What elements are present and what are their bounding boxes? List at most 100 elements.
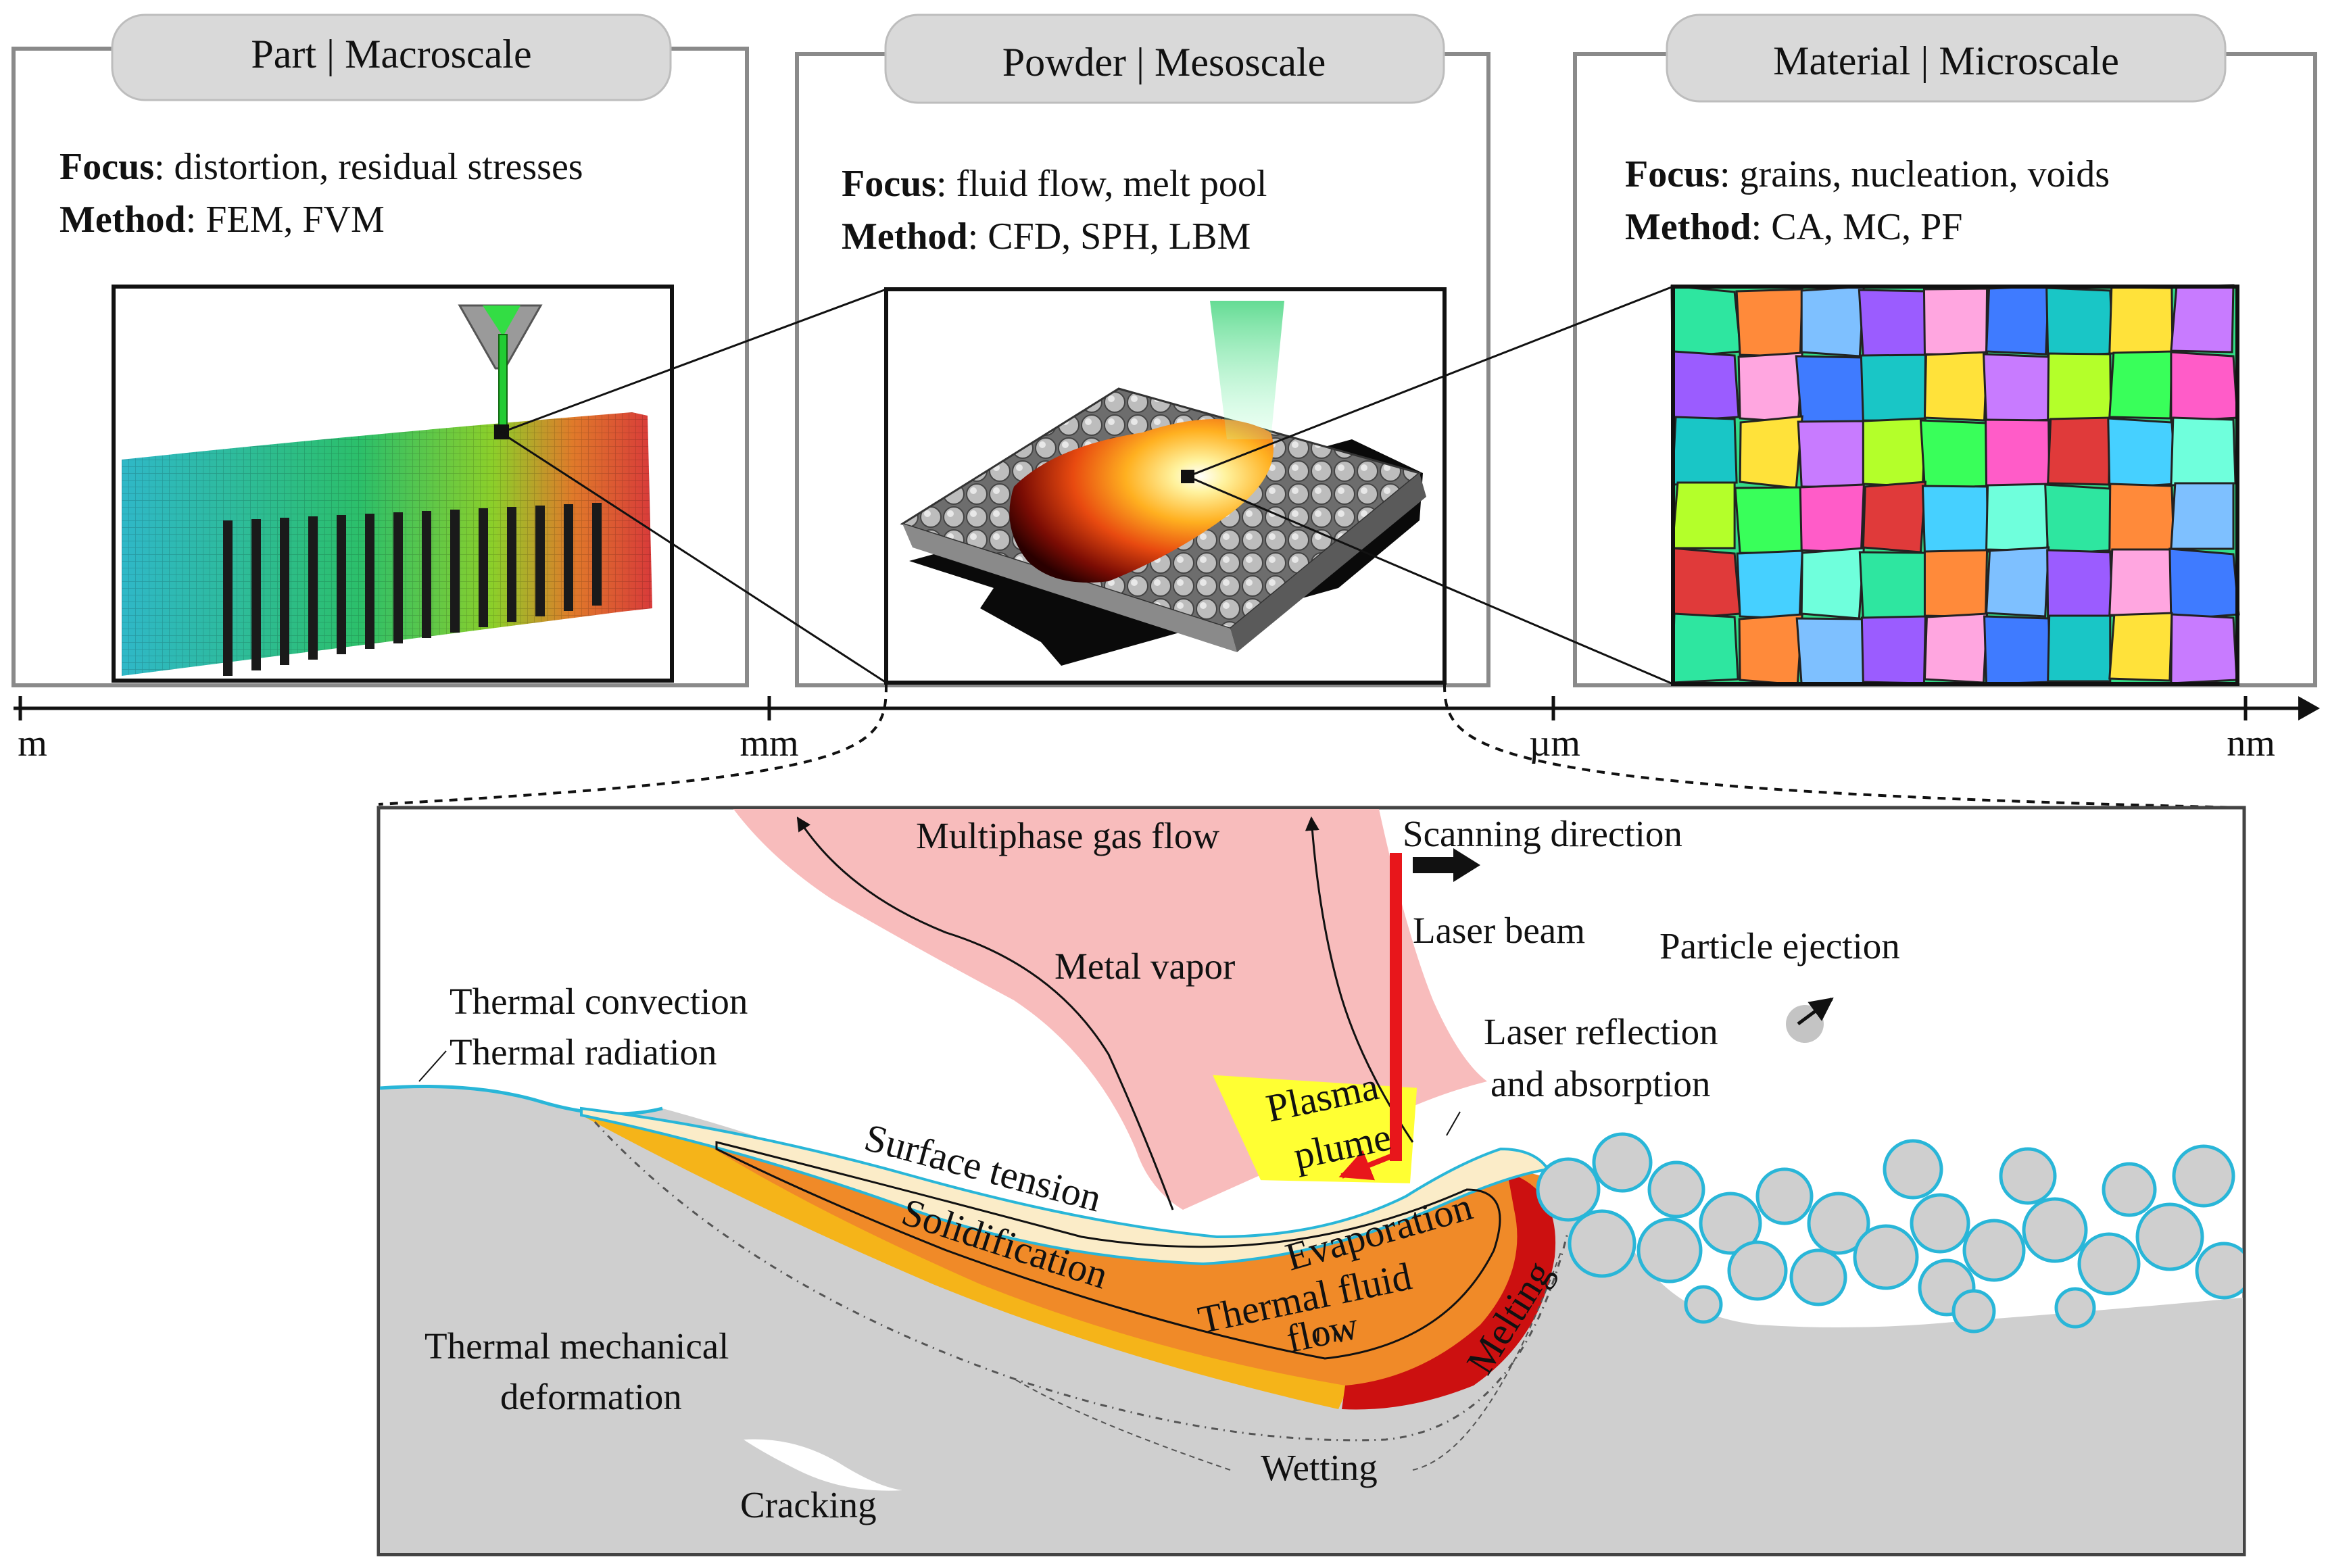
- powder-particle: [1568, 1209, 1636, 1278]
- grain: [1985, 285, 2050, 356]
- label-metal-vapor: Metal vapor: [1054, 946, 1235, 987]
- grain: [2047, 352, 2112, 421]
- grain: [1860, 353, 1926, 422]
- laser-reflection-arrow: [1338, 1150, 1394, 1181]
- svg-text:Method: CA, MC, PF: Method: CA, MC, PF: [1625, 206, 1962, 248]
- svg-text:Method: CFD, SPH, LBM: Method: CFD, SPH, LBM: [842, 216, 1251, 258]
- svg-text:Focus: distortion, residual st: Focus: distortion, residual stresses: [59, 146, 583, 188]
- axis-arrowhead-icon: [2298, 696, 2320, 720]
- comb-slot: [422, 511, 431, 638]
- grain: [2046, 549, 2114, 619]
- powder-particle: [1592, 1132, 1653, 1193]
- grain: [1923, 351, 1989, 422]
- laser-nozzle-icon: [458, 304, 543, 439]
- zoom-connectors: [500, 285, 1674, 685]
- panel-title-tab: [111, 14, 672, 101]
- powder-particle: [1883, 1139, 1943, 1200]
- grain: [1921, 485, 1989, 554]
- focus-text: : grains, nucleation, voids: [1720, 153, 2110, 195]
- grain: [1738, 613, 1803, 686]
- grain: [1923, 549, 1989, 618]
- label-scanning-direction: Scanning direction: [1403, 813, 1682, 854]
- powder-particle: [1999, 1147, 2057, 1205]
- grain: [1985, 418, 2051, 487]
- grain: [1923, 612, 1989, 684]
- grain: [1858, 551, 1927, 620]
- powder-particle: [1684, 1285, 1723, 1324]
- label-and-absorption: and absorption: [1490, 1063, 1710, 1104]
- grain: [1800, 547, 1865, 620]
- method-label: Method: [842, 216, 968, 258]
- grain: [2107, 417, 2177, 489]
- powder-particle: [1536, 1157, 1601, 1222]
- grain: [1858, 289, 1928, 358]
- panel-title-tab: [884, 14, 1445, 104]
- panel-macroscale: Part | Macroscale Focus: distortion, res…: [11, 14, 749, 687]
- label-laser-reflection: Laser reflection: [1484, 1011, 1718, 1052]
- grain: [2108, 286, 2174, 355]
- grain: [1737, 351, 1803, 424]
- grain: [1795, 617, 1866, 686]
- grain: [2108, 548, 2173, 616]
- powder-particle: [1807, 1192, 1870, 1255]
- powder-particle: [1755, 1167, 1814, 1225]
- focus-label: Focus: [59, 146, 154, 188]
- grain: [1671, 416, 1738, 486]
- laser-beam: [1390, 853, 1402, 1161]
- grain: [1670, 285, 1742, 359]
- comb-slot: [450, 510, 460, 633]
- method-label: Method: [59, 199, 186, 241]
- comb-slot: [337, 515, 346, 654]
- axis-tick-label: nm: [2227, 722, 2275, 764]
- grain: [1922, 287, 1989, 356]
- powder-particle: [1853, 1224, 1919, 1290]
- gas-streamline: [1305, 816, 1414, 1143]
- crack-shape: [744, 1439, 902, 1491]
- powder-particle: [1789, 1248, 1847, 1306]
- powder-particle: [2102, 1162, 2157, 1217]
- panel-title: Powder | Mesoscale: [1002, 40, 1326, 84]
- panel-title: Material | Microscale: [1773, 39, 2119, 83]
- axis-tick-label: mm: [739, 722, 798, 764]
- grain: [1797, 420, 1865, 489]
- grain: [2168, 547, 2240, 621]
- grain: [2170, 284, 2235, 353]
- powder-particle: [2172, 1144, 2235, 1208]
- powder-particle: [1727, 1240, 1788, 1301]
- process-zoom-connectors: [378, 683, 2245, 809]
- grain: [1982, 353, 2053, 424]
- comb-slot: [308, 516, 318, 660]
- grain: [1862, 417, 1927, 488]
- melting-zone: [1342, 1173, 1556, 1410]
- panel-title-tab: [1666, 14, 2227, 103]
- grain: [1862, 481, 1927, 554]
- grain: [2045, 287, 2114, 358]
- powder-particle: [1699, 1192, 1762, 1255]
- grain: [2170, 416, 2237, 487]
- method-text: : CA, MC, PF: [1751, 206, 1963, 248]
- powder-particle: [1636, 1217, 1703, 1283]
- label-multiphase-gas-flow: Multiphase gas flow: [916, 815, 1219, 856]
- svg-text:Focus: fluid flow, melt pool: Focus: fluid flow, melt pool: [842, 163, 1267, 205]
- powder-particle: [1647, 1160, 1705, 1219]
- comb-slot: [365, 514, 374, 649]
- panel-title: Part | Macroscale: [251, 32, 531, 76]
- panel-microscale: Material | Microscale Focus: grains, nuc…: [1573, 14, 2317, 687]
- label-particle-ejection: Particle ejection: [1659, 925, 1900, 966]
- comb-slot: [564, 504, 573, 611]
- powder-particle: [2054, 1287, 2096, 1329]
- powder-particle: [2022, 1197, 2088, 1263]
- comb-slots: [223, 503, 602, 676]
- flow-loop: [715, 1141, 1501, 1360]
- grain: [2170, 351, 2239, 423]
- panel-mesoscale: Powder | Mesoscale Focus: fluid flow, me…: [795, 14, 1490, 687]
- ejection-arrow-icon: [1797, 997, 1834, 1026]
- grain: [1985, 483, 2050, 552]
- grain: [1671, 350, 1740, 422]
- grain: [1734, 486, 1803, 555]
- label-deformation: deformation: [500, 1376, 682, 1417]
- grain: [1799, 483, 1865, 554]
- powder-particle: [1951, 1289, 1996, 1333]
- focus-label: Focus: [842, 163, 936, 205]
